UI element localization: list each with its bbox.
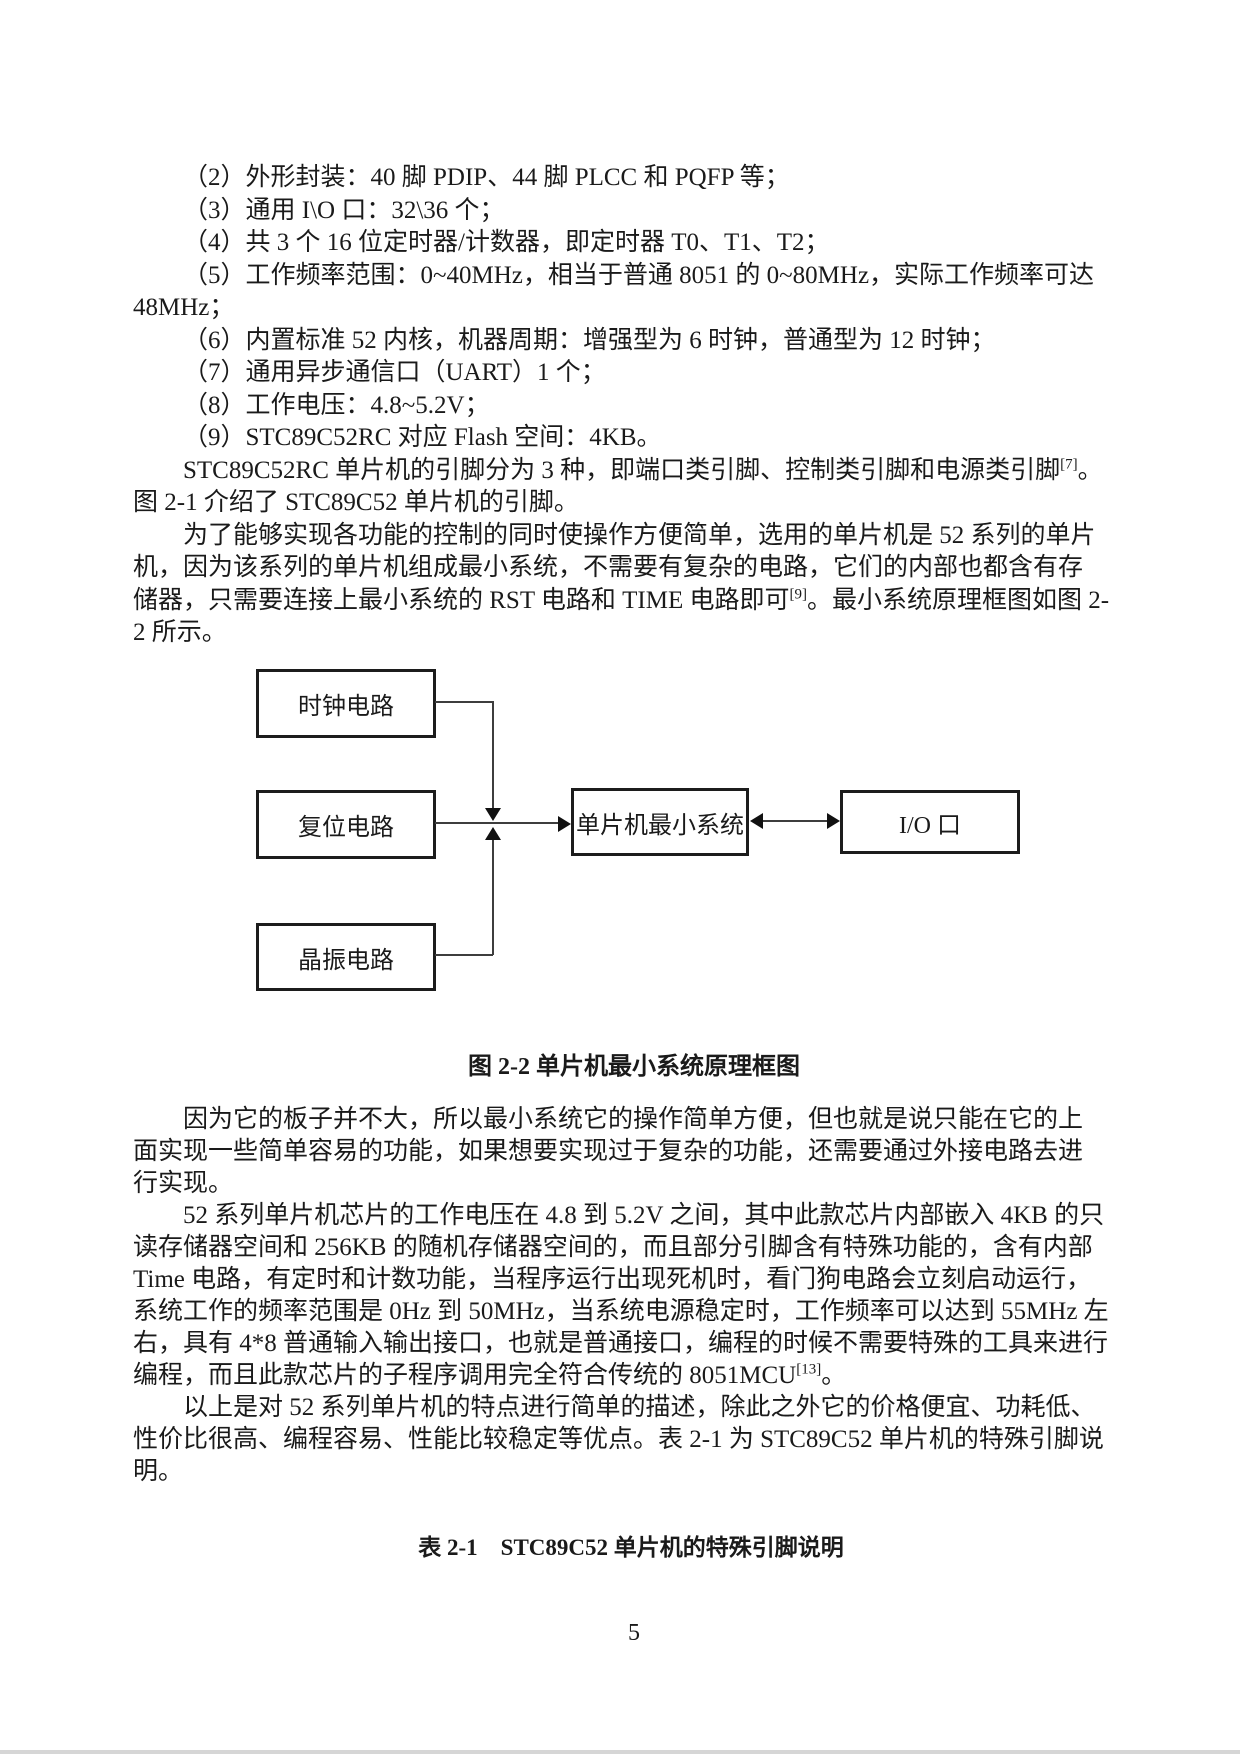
text-run: （6）内置标准 52 内核，机器周期：增强型为 6 时钟，普通型为 12 时钟；: [183, 326, 996, 354]
text-run: 。: [821, 1362, 847, 1389]
text-line: 52 系列单片机芯片的工作电压在 4.8 到 5.2V 之间，其中此款芯片内部嵌…: [133, 1200, 1118, 1232]
text-line: 机，因为该系列的单片机组成最小系统，不需要有复杂的电路，它们的内部也都含有存: [133, 552, 1118, 585]
text-run: 机，因为该系列的单片机组成最小系统，不需要有复杂的电路，它们的内部也都含有存: [133, 554, 1084, 581]
text-line: 行实现。: [133, 1168, 1118, 1200]
connector-clock-horizontal: [435, 701, 493, 703]
figure-caption: 图 2-2 单片机最小系统原理框图: [468, 1054, 800, 1080]
text-line: 读存储器空间和 256KB 的随机存储器空间的，而且部分引脚含有特殊功能的，含有…: [133, 1232, 1118, 1264]
text-line: Time 电路，有定时和计数功能，当程序运行出现死机时，看门狗电路会立刻启动运行…: [133, 1264, 1118, 1296]
text-line: （9）STC89C52RC 对应 Flash 空间：4KB。: [133, 422, 1118, 455]
arrowhead-left-from-io-icon: [750, 813, 763, 829]
text-run: Time 电路，有定时和计数功能，当程序运行出现死机时，看门狗电路会立刻启动运行…: [133, 1266, 1092, 1293]
table-caption: 表 2-1 STC89C52 单片机的特殊引脚说明: [418, 1535, 844, 1560]
diagram-box-crystal-circuit: 晶振电路: [256, 923, 436, 991]
text-run: （4）共 3 个 16 位定时器/计数器，即定时器 T0、T1、T2；: [183, 229, 830, 256]
text-run: 52 系列单片机芯片的工作电压在 4.8 到 5.2V 之间，其中此款芯片内部嵌…: [183, 1202, 1105, 1229]
text-run: 读存储器空间和 256KB 的随机存储器空间的，而且部分引脚含有特殊功能的，含有…: [133, 1234, 1093, 1261]
text-line: （7）通用异步通信口（UART）1 个；: [133, 357, 1118, 390]
text-line: （5）工作频率范围：0~40MHz，相当于普通 8051 的 0~80MHz，实…: [133, 260, 1118, 293]
text-line: 编程，而且此款芯片的子程序调用完全符合传统的 8051MCU[13]。: [133, 1360, 1118, 1392]
text-run: （5）工作频率范围：0~40MHz，相当于普通 8051 的 0~80MHz，实…: [183, 261, 1095, 289]
connector-reset-to-mcu: [435, 822, 560, 824]
text-run: 。: [1077, 456, 1103, 484]
diagram-box-clock-circuit: 时钟电路: [256, 669, 436, 738]
diagram-box-reset-circuit: 复位电路: [256, 790, 436, 859]
text-line: （2）外形封装：40 脚 PDIP、44 脚 PLCC 和 PQFP 等；: [133, 162, 1118, 195]
text-line: 图 2-1 介绍了 STC89C52 单片机的引脚。: [133, 487, 1118, 520]
citation-superscript: [13]: [796, 1361, 822, 1378]
text-run: 以上是对 52 系列单片机的特点进行简单的描述，除此之外它的价格便宜、功耗低、: [183, 1394, 1096, 1421]
diagram-box-io-port: I/O 口: [840, 790, 1020, 854]
text-run: 系统工作的频率范围是 0Hz 到 50MHz，当系统电源稳定时，工作频率可以达到…: [133, 1298, 1109, 1325]
text-run: 2 所示。: [133, 619, 227, 646]
text-line: （8）工作电压：4.8~5.2V；: [133, 390, 1118, 423]
page-number: 5: [628, 1620, 640, 1646]
scan-artifact-bottom-edge: [0, 1750, 1240, 1754]
text-line: 2 所示。: [133, 617, 1118, 650]
text-line: 右，具有 4*8 普通输入输出接口，也就是普通接口，编程的时候不需要特殊的工具来…: [133, 1328, 1118, 1360]
arrowhead-right-into-io-icon: [827, 813, 840, 829]
citation-superscript: [9]: [789, 586, 808, 603]
diagram-box-mcu-minimal-system: 单片机最小系统: [571, 788, 749, 856]
connector-vertical-lower: [492, 840, 494, 955]
arrowhead-down-icon: [485, 808, 501, 821]
text-line: 明。: [133, 1456, 1118, 1488]
text-run: （8）工作电压：4.8~5.2V；: [183, 391, 490, 419]
text-run: 图 2-1 介绍了 STC89C52 单片机的引脚。: [133, 489, 579, 516]
text-run: （3）通用 I\O 口：32\36 个；: [183, 196, 505, 224]
text-line: 储器，只需要连接上最小系统的 RST 电路和 TIME 电路即可[9]。最小系统…: [133, 585, 1118, 618]
text-run: 行实现。: [133, 1170, 234, 1197]
text-line: 系统工作的频率范围是 0Hz 到 50MHz，当系统电源稳定时，工作频率可以达到…: [133, 1296, 1118, 1328]
text-line: （6）内置标准 52 内核，机器周期：增强型为 6 时钟，普通型为 12 时钟；: [133, 325, 1118, 358]
body-text-top: （2）外形封装：40 脚 PDIP、44 脚 PLCC 和 PQFP 等； （3）…: [133, 162, 1118, 650]
text-line: （4）共 3 个 16 位定时器/计数器，即定时器 T0、T1、T2；: [133, 227, 1118, 260]
text-line: 以上是对 52 系列单片机的特点进行简单的描述，除此之外它的价格便宜、功耗低、: [133, 1392, 1118, 1424]
text-line: 48MHz；: [133, 292, 1118, 325]
arrowhead-right-into-mcu-icon: [558, 816, 571, 832]
text-run: STC89C52RC 单片机的引脚分为 3 种，即端口类引脚、控制类引脚和电源类…: [183, 456, 1061, 484]
text-run: （7）通用异步通信口（UART）1 个；: [183, 359, 606, 386]
text-run: 右，具有 4*8 普通输入输出接口，也就是普通接口，编程的时候不需要特殊的工具来…: [133, 1330, 1109, 1357]
arrowhead-up-icon: [485, 827, 501, 840]
text-run: 。最小系统原理框图如图 2-: [807, 586, 1110, 614]
text-run: （2）外形封装：40 脚 PDIP、44 脚 PLCC 和 PQFP 等；: [183, 164, 790, 191]
text-run: 明。: [133, 1458, 184, 1485]
text-line: 因为它的板子并不大，所以最小系统它的操作简单方便，但也就是说只能在它的上: [133, 1104, 1118, 1136]
text-line: 性价比很高、编程容易、性能比较稳定等优点。表 2-1 为 STC89C52 单片…: [133, 1424, 1118, 1456]
text-line: STC89C52RC 单片机的引脚分为 3 种，即端口类引脚、控制类引脚和电源类…: [133, 455, 1118, 488]
text-run: 编程，而且此款芯片的子程序调用完全符合传统的 8051MCU: [133, 1362, 797, 1389]
body-text-bottom: 因为它的板子并不大，所以最小系统它的操作简单方便，但也就是说只能在它的上面实现一…: [133, 1104, 1118, 1488]
connector-vertical-upper: [492, 701, 494, 809]
text-run: 性价比很高、编程容易、性能比较稳定等优点。表 2-1 为 STC89C52 单片…: [133, 1426, 1104, 1453]
connector-mcu-io-bidirectional: [758, 820, 832, 822]
text-run: 储器，只需要连接上最小系统的 RST 电路和 TIME 电路即可: [133, 586, 790, 614]
text-line: （3）通用 I\O 口：32\36 个；: [133, 195, 1118, 228]
text-run: 面实现一些简单容易的功能，如果想要实现过于复杂的功能，还需要通过外接电路去进: [133, 1138, 1084, 1165]
text-run: 48MHz；: [133, 294, 235, 321]
text-run: 为了能够实现各功能的控制的同时使操作方便简单，选用的单片机是 52 系列的单片: [183, 521, 1096, 549]
text-run: 因为它的板子并不大，所以最小系统它的操作简单方便，但也就是说只能在它的上: [183, 1106, 1084, 1133]
citation-superscript: [7]: [1060, 456, 1078, 473]
text-line: 面实现一些简单容易的功能，如果想要实现过于复杂的功能，还需要通过外接电路去进: [133, 1136, 1118, 1168]
connector-crystal-horizontal: [435, 954, 493, 956]
text-run: （9）STC89C52RC 对应 Flash 空间：4KB。: [183, 424, 662, 451]
text-line: 为了能够实现各功能的控制的同时使操作方便简单，选用的单片机是 52 系列的单片: [133, 520, 1118, 553]
